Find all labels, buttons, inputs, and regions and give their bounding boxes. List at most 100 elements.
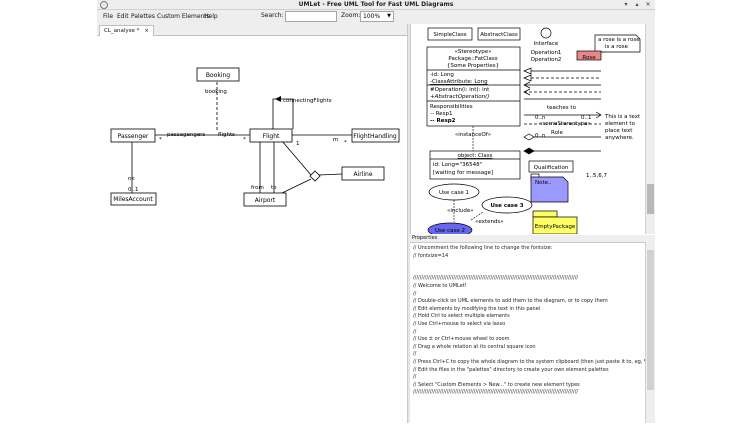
tab-close-icon[interactable]: ×	[144, 28, 150, 34]
palette-abstractclass-box[interactable]	[477, 27, 521, 41]
palette-mult-01: 0..1	[581, 115, 592, 121]
menu-help[interactable]: Help	[204, 13, 218, 20]
properties-line: // Double-click on UML elements to add t…	[413, 298, 608, 305]
properties-line	[413, 268, 642, 276]
properties-line: // Press Ctrl+C to copy the whole diagra…	[413, 358, 645, 365]
palette-op2: +AbstractOperation()	[430, 94, 489, 100]
text-element-line4: anywhere.	[605, 135, 634, 141]
fh-star-label: *	[344, 140, 347, 146]
diamond-airport-line[interactable]	[279, 178, 312, 195]
properties-line: // Edit the files in the "palettes" dire…	[413, 366, 609, 373]
connecting-flights-arrow-icon	[275, 96, 281, 102]
menu-palettes[interactable]: Palettes	[131, 13, 155, 20]
properties-line	[413, 420, 642, 423]
window-title: UMLet - Free UML Tool for Fast UML Diagr…	[298, 1, 454, 8]
properties-scrollbar[interactable]	[645, 242, 655, 423]
class-passenger-label: Passenger	[118, 133, 149, 140]
palette-scrollbar[interactable]	[645, 24, 655, 234]
palette-responsibilities: Responsibilities	[430, 104, 473, 110]
diamond-airline-line[interactable]	[318, 173, 343, 176]
properties-line: // Use Ctrl+mouse to select via lasso	[413, 320, 506, 327]
properties-textarea[interactable]: // Uncomment the following line to chang…	[410, 242, 645, 423]
class-flighthandling-box[interactable]	[351, 128, 400, 143]
palette-rose-note[interactable]	[594, 34, 641, 53]
palette-simpleclass-label: SimpleClass	[433, 32, 466, 38]
split-divider[interactable]	[407, 24, 410, 423]
to-label: to	[271, 185, 277, 191]
properties-line	[413, 404, 642, 412]
class-booking-box[interactable]	[196, 67, 240, 82]
text-element-line2: element to	[605, 121, 636, 127]
ternary-diamond[interactable]	[309, 170, 321, 182]
close-icon[interactable]: ✕	[645, 1, 651, 8]
properties-line: // Welcome to UMLet!	[413, 282, 467, 289]
properties-line: // Drag a whole relation at its central …	[413, 343, 536, 350]
connecting-flights-line[interactable]	[272, 98, 294, 129]
title-bar: ◦ UMLet - Free UML Tool for Fast UML Dia…	[97, 0, 655, 10]
mult-star-label-2: *	[243, 137, 246, 143]
menu-edit[interactable]: Edit	[117, 13, 129, 20]
properties-line	[413, 397, 642, 405]
tab-diagram[interactable]: CL_analyse *×	[99, 25, 155, 36]
window-controls: ▾ ▴ ✕	[622, 1, 652, 9]
passengers-role-label: passagengers	[167, 132, 205, 138]
class-booking-label: Booking	[206, 72, 230, 79]
class-airport-box[interactable]	[243, 192, 287, 207]
palette-text-element: This is a text element to place text any…	[604, 114, 642, 141]
palette-resp2: -- Resp2	[430, 118, 456, 124]
mult-one-label: 1	[296, 141, 300, 147]
diagram-svg: Booking Passenger Flight FlightHandling …	[110, 67, 400, 207]
palette-operation1-label: Operation1	[531, 50, 562, 56]
palette-object-box[interactable]	[429, 150, 521, 180]
palette-fatclass-box[interactable]	[426, 46, 521, 127]
palette-rose-box[interactable]	[576, 50, 602, 61]
palette-interface-label: Interface	[534, 41, 559, 47]
menu-file[interactable]: File	[103, 13, 114, 20]
palette-note[interactable]	[530, 176, 569, 203]
palette-object-id: id: Long="36548"	[433, 162, 482, 168]
diagram-canvas[interactable]: Booking Passenger Flight FlightHandling …	[97, 37, 407, 423]
palette-qual-mult: 1..5,6,7	[586, 173, 607, 179]
properties-scroll-thumb[interactable]	[647, 250, 654, 390]
maximize-icon[interactable]: ▴	[635, 1, 639, 8]
search-input[interactable]	[285, 11, 337, 22]
palette-qualification-label: Qualification	[534, 165, 569, 171]
palette-mult-0n-b: 0..n	[535, 133, 546, 139]
properties-line: // fontsize=14	[413, 252, 449, 259]
palette-op1: #Operation(i: int): int	[430, 87, 490, 93]
palette-interface-circle[interactable]	[540, 27, 552, 39]
element-palette[interactable]: SimpleClass AbstractClass Interface Oper…	[410, 24, 655, 238]
properties-line: //	[413, 290, 417, 297]
palette-emptypackage-label: EmptyPackage	[535, 224, 576, 230]
zero-one-label: 0..1	[128, 187, 139, 193]
class-milesaccount-box[interactable]	[110, 192, 157, 206]
zoom-select[interactable]: 100% ▼	[360, 11, 394, 22]
class-airline-box[interactable]	[341, 166, 385, 181]
minimize-icon[interactable]: ▾	[624, 1, 628, 8]
class-airline-label: Airline	[353, 171, 372, 178]
palette-stereotype-label: «Stereotype»	[455, 49, 492, 55]
palette-usecase3[interactable]	[481, 196, 533, 214]
booking-role-label: booking	[205, 89, 227, 95]
text-element-line3: place text	[605, 128, 633, 134]
palette-attr-classattr: -ClassAttribute: Long	[430, 79, 488, 85]
properties-line: // Use ± or Ctrl+mouse wheel to zoom	[413, 336, 510, 343]
chevron-down-icon: ▼	[387, 13, 391, 19]
palette-include-label: «include»	[447, 208, 474, 214]
palette-simpleclass-box[interactable]	[427, 27, 473, 41]
class-passenger-box[interactable]	[110, 128, 156, 143]
class-milesaccount-label: MilesAccount	[113, 196, 153, 203]
tab-strip: CL_analyse *×	[97, 24, 407, 36]
search-label: Search:	[261, 12, 284, 19]
zoom-value: 100%	[363, 13, 381, 20]
palette-usecase2-label: Use case 2	[435, 228, 465, 234]
palette-rose-label: Rose	[582, 55, 596, 61]
flight-diamond-line[interactable]	[281, 140, 312, 176]
palette-teaches-label: teaches to	[547, 105, 577, 111]
class-flight-box[interactable]	[249, 128, 293, 143]
mult-star-label: *	[159, 137, 162, 143]
palette-qualification-box[interactable]	[528, 160, 574, 173]
palette-scroll-thumb[interactable]	[647, 184, 654, 214]
menu-custom-elements[interactable]: Custom Elements	[157, 13, 210, 20]
